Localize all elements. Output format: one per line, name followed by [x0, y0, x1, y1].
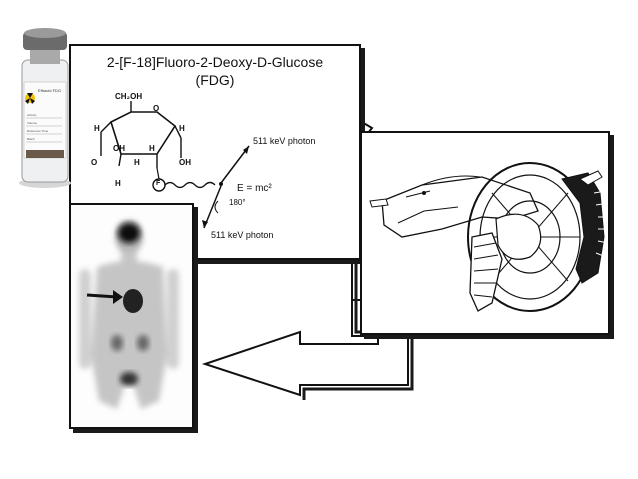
hydrogen-label-3: H — [149, 144, 155, 153]
patient-scanner-drawing — [369, 162, 609, 312]
fdg-subtitle: (FDG) — [195, 72, 235, 88]
photon-label-top: 511 keV photon — [253, 136, 316, 146]
ring-oxygen-label: O — [153, 104, 160, 113]
hydroxyl-label-2: OH — [179, 158, 191, 167]
ch2oh-label: CH₂OH — [115, 92, 143, 101]
fluorine-label: F — [156, 180, 161, 187]
hydroxyl-label-1: OH — [113, 144, 125, 153]
photon-label-bottom: 511 keV photon — [211, 230, 274, 240]
hydrogen-label-5: H — [115, 179, 121, 188]
pet-scan-image-panel — [69, 203, 194, 429]
hydrogen-label-4: H — [134, 158, 140, 167]
heart-pointer-arrow-icon — [86, 290, 123, 304]
hydrogen-label-2: H — [179, 124, 185, 133]
fdg-title: 2-[F-18]Fluoro-2-Deoxy-D-Glucose — [106, 54, 324, 70]
pet-scanner-panel — [360, 131, 610, 335]
angle-label: 180° — [229, 198, 246, 207]
equation-label: E = mc² — [237, 183, 272, 194]
oxygen-label-left: O — [91, 158, 98, 167]
glucose-ring-structure — [100, 101, 250, 229]
whole-body-pet-image — [79, 220, 179, 409]
hydrogen-label-1: H — [94, 124, 100, 133]
